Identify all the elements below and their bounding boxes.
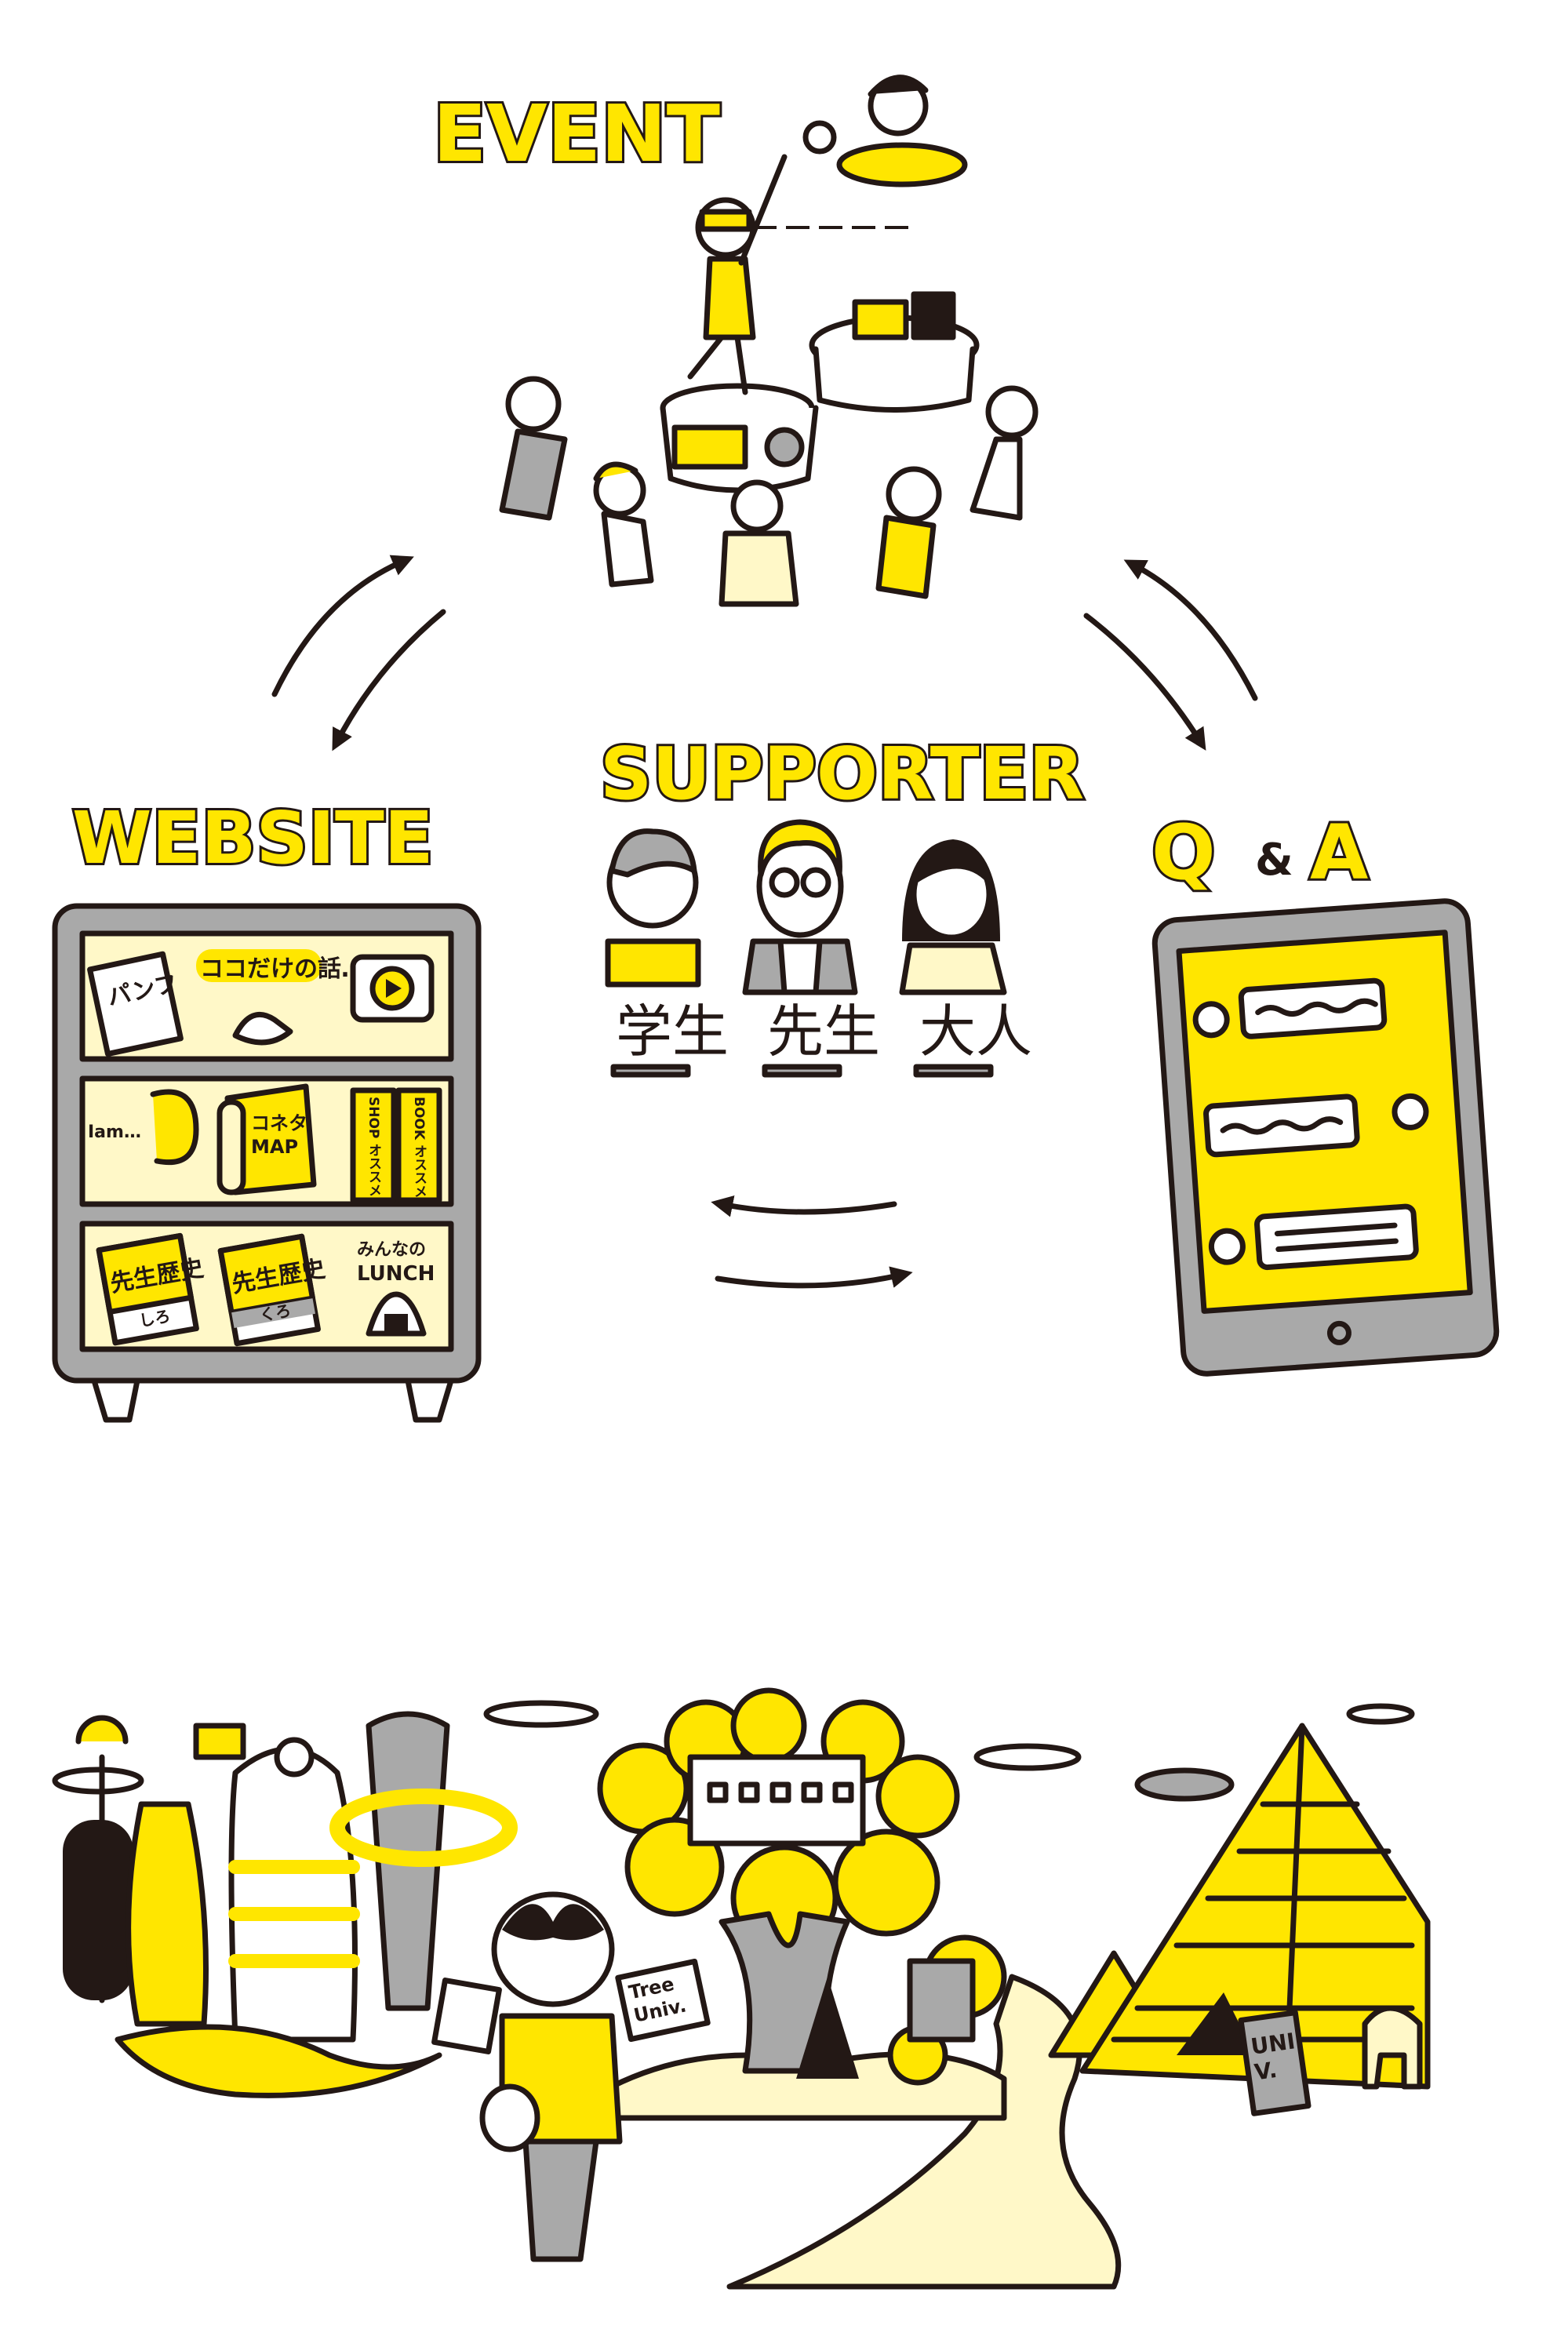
landscape-section: UNI V. Tree Univ. <box>52 1687 1431 2290</box>
left-city <box>63 1711 518 2098</box>
supporter-label-adult: 大人 <box>919 999 1032 1064</box>
univ-sign-line-1: UNI <box>1250 2028 1297 2060</box>
event-scene <box>499 75 1039 607</box>
arrow-to-event-right <box>1123 559 1258 701</box>
website-section: WEBSITE パンフ ココだけの話… Iam… コネタ MAP SHOP オス… <box>52 794 482 1423</box>
avatar <box>1208 1228 1246 1265</box>
tree-univ-pamphlet <box>615 1958 711 2043</box>
avatar <box>1192 1001 1230 1039</box>
event-title: EVENT <box>433 88 720 180</box>
shop-recommend-book <box>350 1087 397 1203</box>
camel <box>1362 2005 1423 2090</box>
smartphone <box>1151 898 1500 1377</box>
tree-university <box>597 1687 1007 2121</box>
avatar <box>1392 1093 1429 1130</box>
supporter-student: 学生 <box>605 828 729 1078</box>
shop-recommend-label: SHOP オススメ <box>366 1097 381 1196</box>
monster-tower <box>228 1746 358 2043</box>
univ-sign-line-2: V. <box>1253 2057 1279 2086</box>
hand-icon <box>232 1011 293 1046</box>
notice-board <box>907 1958 976 2043</box>
chat-bubble <box>1254 1203 1419 1271</box>
map-label-2: MAP <box>251 1136 298 1158</box>
character-icon <box>150 1089 199 1166</box>
bag <box>479 2083 540 2152</box>
supporter-section: SUPPORTER 学生 先生 大人 <box>598 730 1086 1078</box>
pyramids: UNI V. <box>1048 1723 1431 2116</box>
chat-bubble <box>1238 977 1388 1039</box>
lunch-label-1: みんなの <box>357 1240 426 1260</box>
arrow-to-event-left <box>271 555 414 697</box>
map-label-1: コネタ <box>251 1112 307 1134</box>
arrow-exchange-right <box>715 1266 913 1289</box>
iam-label: Iam… <box>88 1123 141 1142</box>
home-button <box>1326 1320 1352 1345</box>
book-recommend-book <box>395 1087 442 1203</box>
supporter-teacher: 先生 <box>742 819 880 1078</box>
supporter-adult: 大人 <box>899 839 1032 1078</box>
event-section: EVENT <box>431 75 1039 607</box>
univ-sign <box>1238 2010 1312 2116</box>
talk-bubble-label: ココだけの話… <box>200 955 365 983</box>
website-title: WEBSITE <box>72 796 434 880</box>
book-recommend-label: BOOK オススメ <box>411 1097 427 1198</box>
supporter-title: SUPPORTER <box>600 732 1084 816</box>
road <box>726 1974 1122 2290</box>
qa-title-a: A <box>1310 809 1368 897</box>
arrow-to-website <box>332 609 446 751</box>
arrow-to-qa <box>1083 613 1206 751</box>
supporter-label-student: 学生 <box>616 999 729 1064</box>
qa-title-amp: & <box>1255 835 1293 886</box>
chat-bubble <box>1203 1093 1360 1158</box>
arrow-exchange-left <box>711 1195 897 1217</box>
qa-section: Q & A <box>1149 806 1500 1377</box>
lunch-label-2: LUNCH <box>357 1262 435 1286</box>
website-cabinet: パンフ ココだけの話… Iam… コネタ MAP SHOP オススメ BOOK … <box>52 903 482 1423</box>
supporter-label-teacher: 先生 <box>767 999 880 1064</box>
pamphlet-book <box>87 951 184 1057</box>
traveler: Tree Univ. <box>431 1891 711 2262</box>
cycle-arrows <box>271 555 1258 1289</box>
pamphlet <box>431 1978 502 2054</box>
qa-title-q: Q <box>1151 809 1216 897</box>
